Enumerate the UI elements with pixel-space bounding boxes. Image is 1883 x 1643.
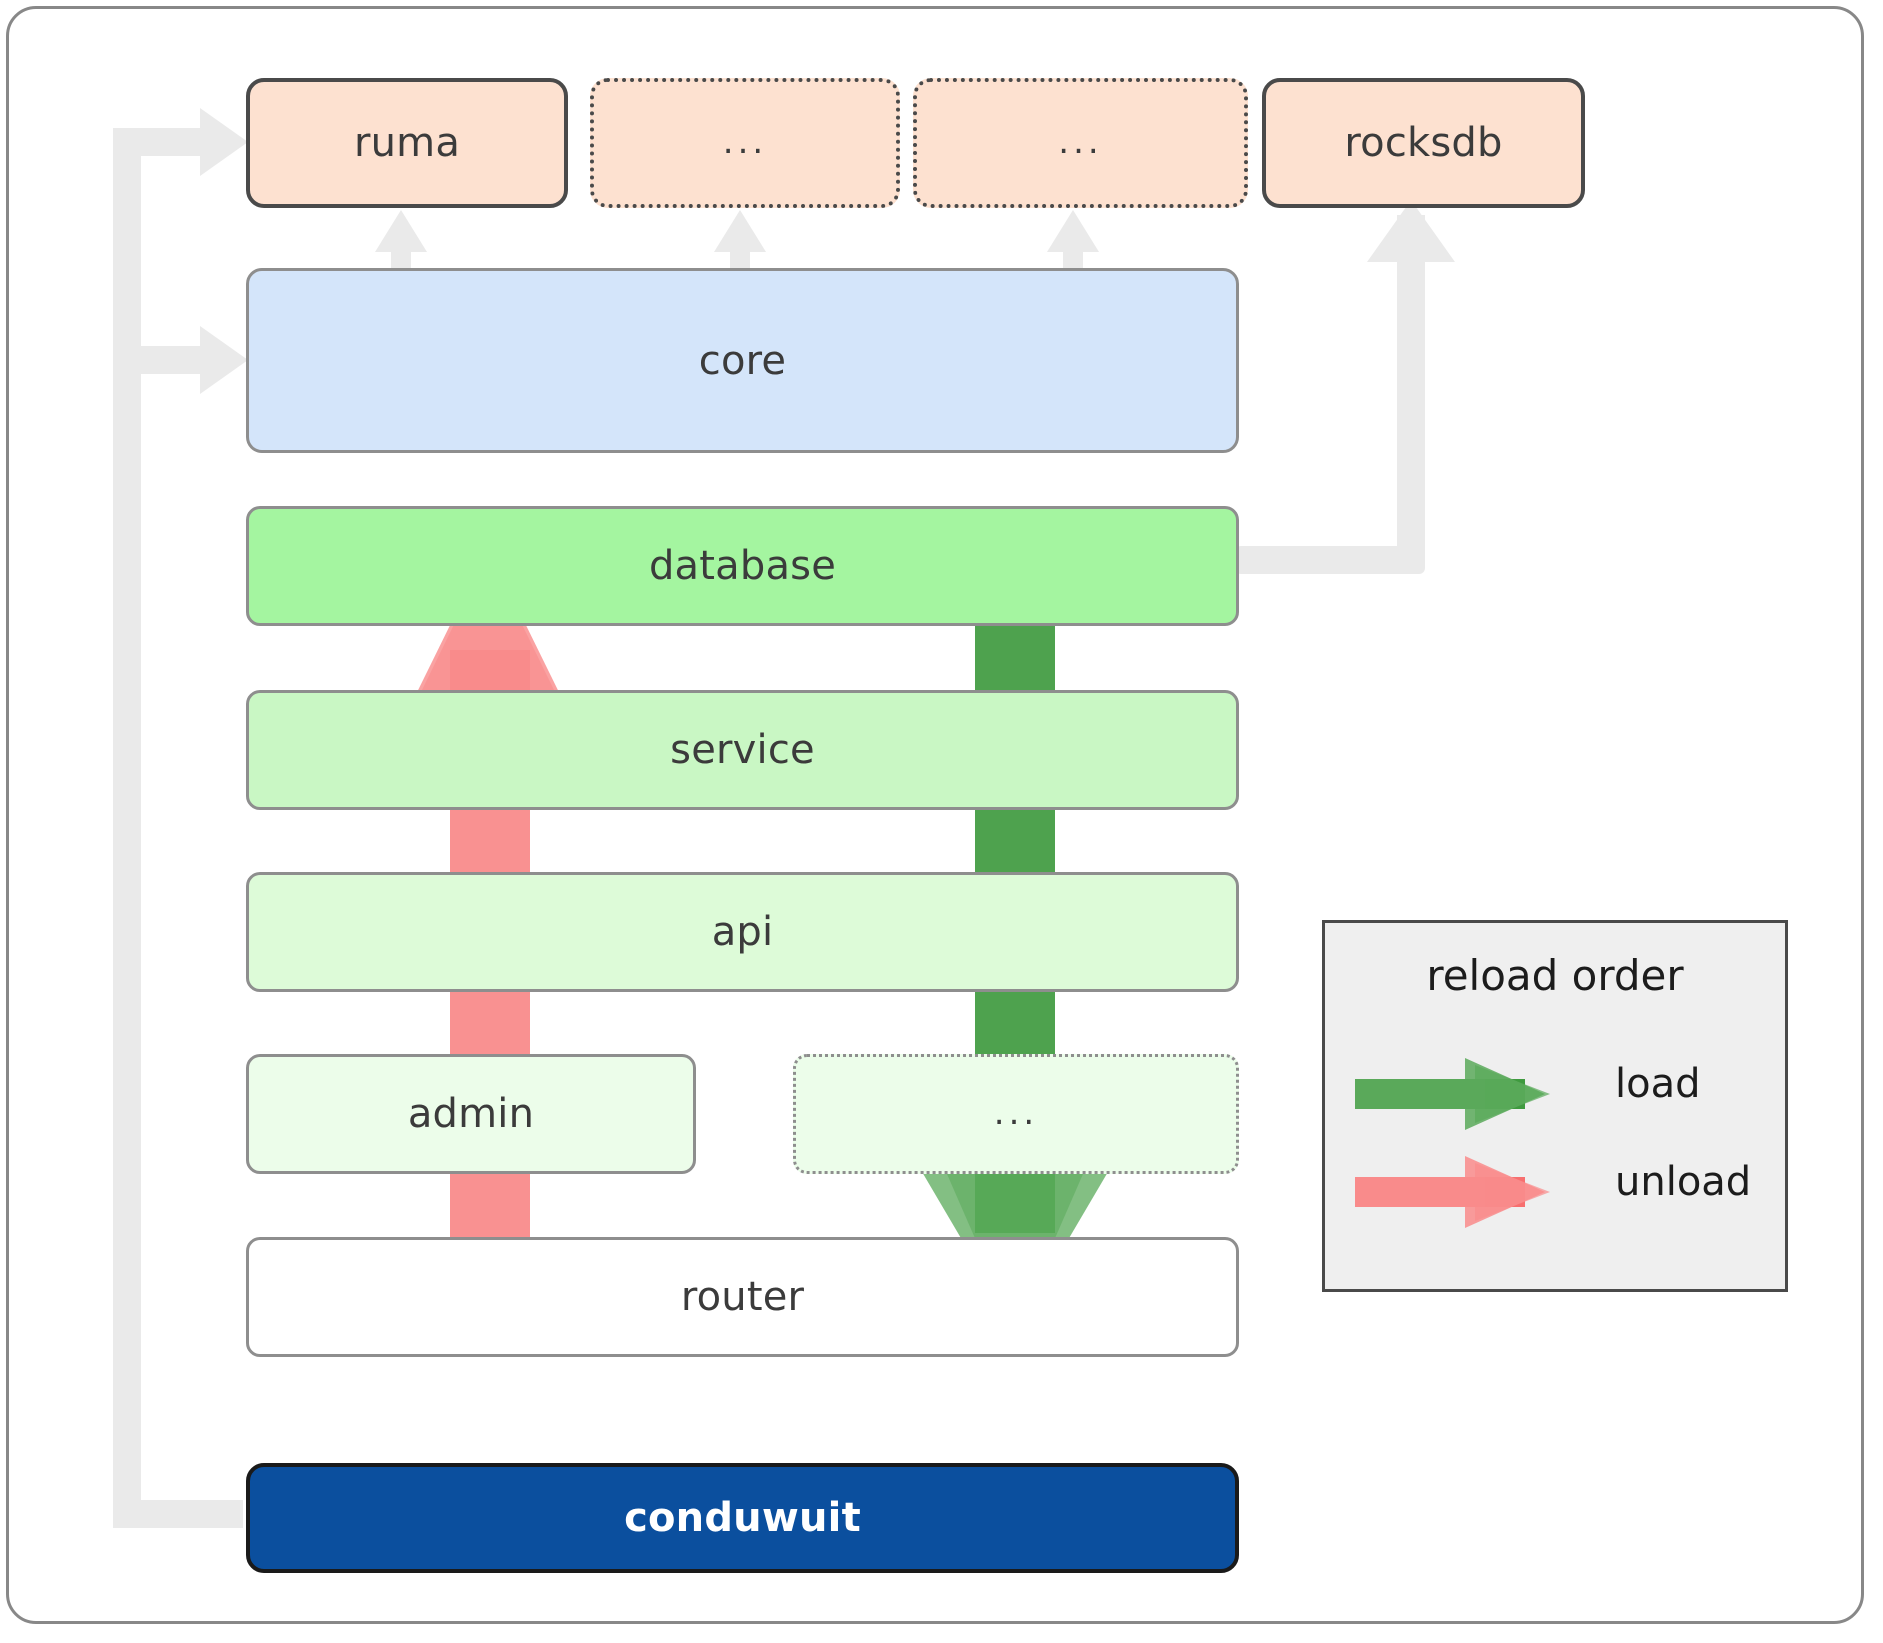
node-etc-label: ... — [993, 1093, 1039, 1134]
legend-load-label: load — [1615, 1061, 1701, 1107]
node-router-label: router — [680, 1274, 805, 1320]
node-dep-3-label: ... — [1058, 122, 1103, 163]
node-core[interactable]: core — [246, 268, 1239, 453]
node-admin-label: admin — [407, 1091, 535, 1137]
legend-item-unload: unload — [1325, 1151, 1785, 1231]
node-dep-2[interactable]: ... — [590, 78, 900, 208]
connector-left-spine — [113, 128, 141, 1513]
node-rocksdb-label: rocksdb — [1344, 120, 1503, 166]
legend-item-load: load — [1325, 1053, 1785, 1133]
connector-left-to-core — [113, 346, 208, 374]
legend-title: reload order — [1426, 951, 1684, 1000]
node-ruma-label: ruma — [353, 120, 461, 166]
connector-db-to-rocksdb-horizontal — [1235, 546, 1425, 574]
node-etc[interactable]: ... — [793, 1054, 1239, 1174]
node-database[interactable]: database — [246, 506, 1239, 626]
node-conduwuit-label: conduwuit — [624, 1495, 861, 1541]
node-dep-3[interactable]: ... — [913, 78, 1248, 208]
node-dep-2-label: ... — [722, 122, 768, 163]
node-database-label: database — [648, 543, 837, 589]
node-router[interactable]: router — [246, 1237, 1239, 1357]
node-service-label: service — [670, 727, 815, 773]
node-ruma[interactable]: ruma — [246, 78, 568, 208]
diagram-frame — [6, 6, 1864, 1624]
node-api[interactable]: api — [246, 872, 1239, 992]
node-core-label: core — [698, 337, 787, 384]
node-conduwuit[interactable]: conduwuit — [246, 1463, 1239, 1573]
node-admin[interactable]: admin — [246, 1054, 696, 1174]
connector-left-to-ruma — [113, 128, 208, 156]
node-service[interactable]: service — [246, 690, 1239, 810]
legend-panel: reload order load unload — [1322, 920, 1788, 1292]
legend-unload-label: unload — [1615, 1159, 1752, 1205]
node-api-label: api — [711, 909, 774, 955]
connector-left-to-app — [113, 1500, 243, 1528]
legend-unload-arrow-icon — [1355, 1156, 1550, 1228]
legend-load-arrow-icon — [1355, 1058, 1550, 1130]
node-rocksdb[interactable]: rocksdb — [1262, 78, 1585, 208]
connector-db-to-rocksdb-vertical — [1397, 215, 1425, 560]
